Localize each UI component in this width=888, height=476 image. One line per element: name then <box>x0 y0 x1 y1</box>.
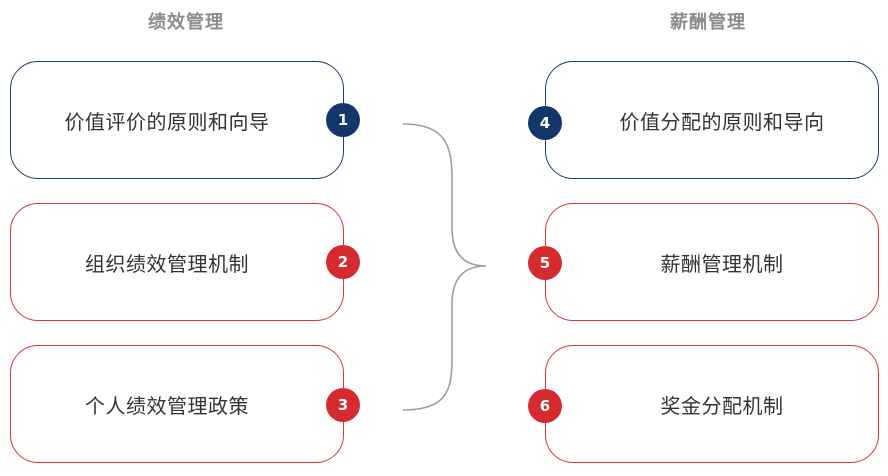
left-card-2-label: 组织绩效管理机制 <box>85 251 249 276</box>
left-card-1: 价值评价的原则和向导 <box>10 61 344 179</box>
right-card-4-label: 价值分配的原则和导向 <box>619 109 825 134</box>
right-card-4: 价值分配的原则和导向 <box>545 61 879 179</box>
badge-1: 1 <box>326 103 360 137</box>
left-card-3: 个人绩效管理政策 <box>10 345 344 463</box>
right-card-6-label: 奖金分配机制 <box>660 393 784 418</box>
badge-2: 2 <box>326 245 360 279</box>
left-card-1-label: 价值评价的原则和向导 <box>64 109 270 134</box>
badge-6: 6 <box>528 389 562 423</box>
right-card-5-label: 薪酬管理机制 <box>660 251 784 276</box>
badge-4: 4 <box>528 106 562 140</box>
compensation-management-header: 薪酬管理 <box>670 12 746 33</box>
right-card-6: 奖金分配机制 <box>545 345 879 463</box>
left-card-3-label: 个人绩效管理政策 <box>85 393 249 418</box>
left-card-2: 组织绩效管理机制 <box>10 203 344 321</box>
brace-path <box>402 123 487 411</box>
performance-management-header: 绩效管理 <box>148 12 224 33</box>
badge-5: 5 <box>528 246 562 280</box>
right-card-5: 薪酬管理机制 <box>545 203 879 321</box>
badge-3: 3 <box>326 388 360 422</box>
